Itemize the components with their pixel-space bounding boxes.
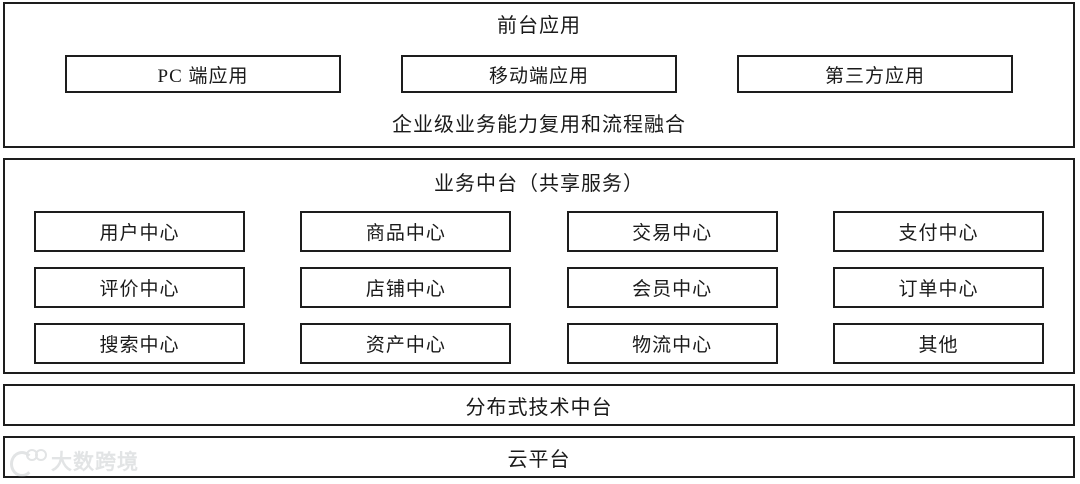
app-box-pc-label: PC 端应用	[157, 65, 249, 87]
cloud-platform-section: 云平台	[3, 436, 1075, 478]
app-box-pc[interactable]: PC 端应用	[65, 55, 341, 93]
app-box-mobile-label: 移动端应用	[488, 65, 589, 87]
business-middle-platform-section: 业务中台（共享服务） 用户中心 商品中心 交易中心 支付中心 评价中心 店铺中心…	[3, 158, 1075, 374]
center-box-membership[interactable]: 会员中心	[566, 267, 778, 308]
app-box-third-party-label: 第三方应用	[824, 65, 925, 87]
center-box-transaction-label: 交易中心	[632, 223, 713, 244]
center-box-store[interactable]: 店铺中心	[300, 267, 512, 308]
center-box-order-label: 订单中心	[898, 279, 979, 300]
center-box-transaction[interactable]: 交易中心	[566, 211, 778, 252]
center-box-asset[interactable]: 资产中心	[300, 323, 512, 364]
front-applications-title: 前台应用	[497, 15, 581, 37]
center-box-logistics[interactable]: 物流中心	[566, 323, 778, 364]
business-middle-platform-title: 业务中台（共享服务）	[434, 173, 644, 195]
center-box-store-label: 店铺中心	[365, 279, 446, 300]
front-applications-section: 前台应用 PC 端应用 移动端应用 第三方应用 企业级业务能力复用和流程融合	[3, 2, 1075, 148]
center-box-payment[interactable]: 支付中心	[832, 211, 1044, 252]
center-box-product-label: 商品中心	[365, 223, 446, 244]
center-box-other-label: 其他	[918, 335, 959, 356]
center-box-product[interactable]: 商品中心	[300, 211, 512, 252]
center-box-logistics-label: 物流中心	[632, 335, 713, 356]
center-box-review[interactable]: 评价中心	[34, 267, 245, 308]
front-applications-footnote: 企业级业务能力复用和流程融合	[392, 114, 686, 136]
center-box-other[interactable]: 其他	[832, 323, 1044, 364]
app-box-mobile[interactable]: 移动端应用	[401, 55, 677, 93]
center-box-order[interactable]: 订单中心	[832, 267, 1044, 308]
center-box-payment-label: 支付中心	[898, 223, 979, 244]
center-box-search-label: 搜索中心	[99, 335, 180, 356]
front-applications-row: PC 端应用 移动端应用 第三方应用	[5, 55, 1073, 93]
cloud-platform-label: 云平台	[507, 448, 571, 471]
center-box-membership-label: 会员中心	[632, 279, 713, 300]
technical-platform-label: 分布式技术中台	[465, 396, 613, 419]
service-centers-grid: 用户中心 商品中心 交易中心 支付中心 评价中心 店铺中心 会员中心 订单中心	[5, 211, 1073, 364]
center-box-search[interactable]: 搜索中心	[34, 323, 245, 364]
app-box-third-party[interactable]: 第三方应用	[737, 55, 1013, 93]
center-box-user-label: 用户中心	[99, 223, 180, 244]
center-box-asset-label: 资产中心	[365, 335, 446, 356]
center-box-review-label: 评价中心	[99, 279, 180, 300]
technical-platform-section: 分布式技术中台	[3, 384, 1075, 426]
center-box-user[interactable]: 用户中心	[34, 211, 245, 252]
